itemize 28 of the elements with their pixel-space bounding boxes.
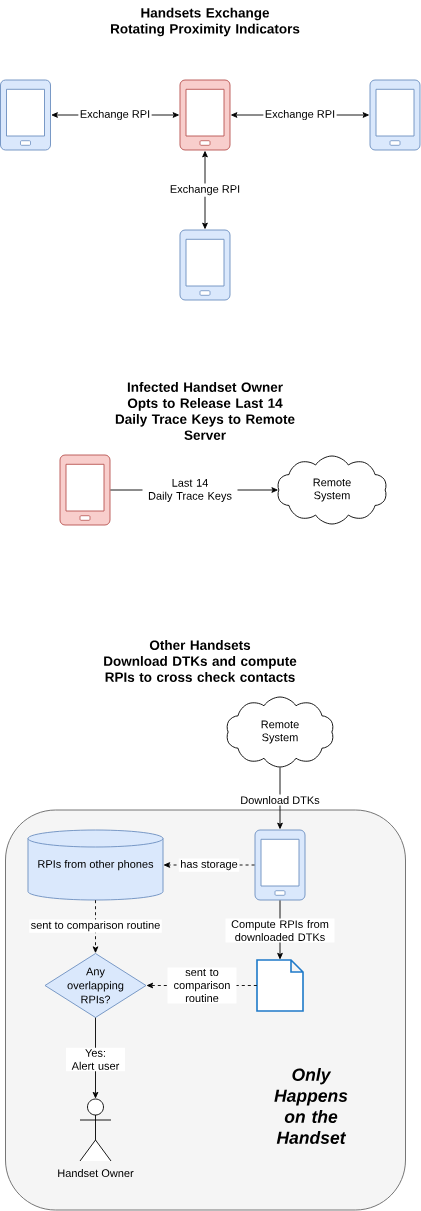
cloud: Remote System <box>277 455 387 525</box>
phone-icon <box>0 79 51 151</box>
document-icon <box>256 959 304 1012</box>
edge-label: Download DTKs <box>238 794 322 806</box>
edge-label: Exchange RPI <box>78 108 152 122</box>
arrow <box>92 1017 99 1099</box>
phone-icon <box>179 79 231 151</box>
section-heading: Handsets Exchange Rotating Proximity Indicators <box>111 7 300 37</box>
edge-label: Last 14 Daily Trace Keys <box>142 477 238 504</box>
phone-icon <box>59 454 111 526</box>
actor: Handset Owner <box>58 1098 134 1178</box>
edge-label: Exchange RPI <box>263 108 337 122</box>
double-arrow <box>202 151 208 229</box>
edge-label: Yes: Alert user <box>66 1047 125 1072</box>
edge-label: sent to comparison routine <box>167 967 237 1004</box>
dashed-arrow <box>92 899 99 953</box>
edge-label: Compute RPIs from downloaded DTKs <box>225 918 335 943</box>
arrow <box>277 767 283 829</box>
section-heading: Infected Handset Owner Opts to Release Last 14 Daily Trace Keys to Remote Server <box>115 382 295 440</box>
section-heading: Other Handsets Download DTKs and compute RPIs to cross check contacts <box>104 640 297 682</box>
database-cylinder: RPIs from other phones <box>27 829 164 901</box>
phone-icon <box>369 79 421 151</box>
edge-label: has storage <box>178 858 240 872</box>
cloud: Remote System <box>226 696 334 768</box>
edge-label: sent to comparison routine <box>29 919 162 933</box>
phone-icon <box>254 829 306 901</box>
edge-label: Exchange RPI <box>168 183 242 197</box>
phone-icon <box>179 229 231 301</box>
